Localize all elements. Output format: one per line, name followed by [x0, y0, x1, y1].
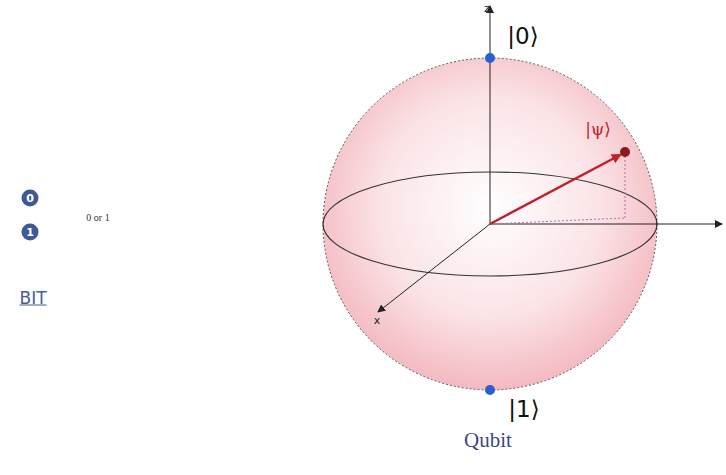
axis-label: z [484, 3, 490, 14]
basis-state-label: |1⟩ [508, 398, 539, 421]
bit-caption: 0 or 1 [86, 213, 109, 223]
bit-one-circle: 1 [22, 224, 39, 241]
bit-value: 1 [26, 227, 34, 238]
bit-title: BIT [19, 290, 46, 307]
state-vector-label: |ψ⟩ [585, 121, 611, 138]
qubit-title: Qubit [464, 430, 512, 451]
axis-label: x [374, 315, 381, 326]
bit-zero-circle: 0 [22, 190, 39, 207]
basis-state-label: |0⟩ [507, 25, 538, 48]
bit-value: 0 [26, 193, 34, 204]
